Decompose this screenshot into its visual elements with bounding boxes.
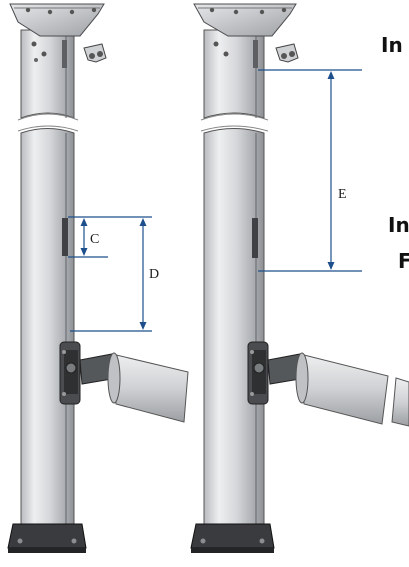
right-mast-lower-section: [203, 128, 265, 526]
left-track-slot-upper: [62, 40, 67, 68]
right-mast-head-fitting: [193, 3, 297, 57]
dimension-d: D: [70, 216, 159, 332]
left-mast-lower-section: [20, 128, 75, 526]
right-track-slot-lower: [252, 218, 258, 258]
left-sheave-block: [83, 43, 107, 63]
side-text-line1: In: [381, 33, 403, 57]
left-track-slot-lower: [62, 218, 68, 256]
dimension-c: C: [68, 216, 108, 258]
dimension-e-label: E: [338, 187, 347, 202]
dimension-c-label: C: [90, 232, 99, 247]
left-mast-step-base: [7, 523, 87, 553]
right-mast-step-base: [190, 523, 275, 553]
left-gooseneck-fitting: [59, 341, 81, 405]
right-mast-upper-section: [203, 29, 265, 119]
right-sheave-block: [275, 43, 299, 63]
left-mast-break-line: [17, 113, 79, 132]
left-mast-head-fitting: [9, 3, 105, 62]
dimension-d-label: D: [149, 267, 159, 282]
right-track-slot-upper: [253, 40, 258, 68]
left-mast-assembly: [7, 3, 189, 553]
side-text-line2: In: [388, 213, 409, 237]
left-boom: [79, 352, 189, 423]
right-gooseneck-fitting: [247, 341, 269, 405]
right-mast-break-line: [200, 113, 269, 132]
right-boom: [267, 352, 409, 427]
side-text-line3: F: [398, 249, 409, 273]
dimension-e: E: [258, 69, 362, 272]
right-mast-assembly: [190, 3, 409, 553]
